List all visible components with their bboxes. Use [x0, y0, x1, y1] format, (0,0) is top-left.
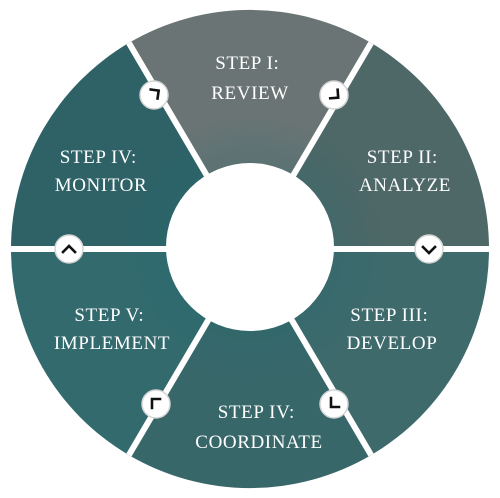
label-step-2-analyze: STEP II: ANALYZE	[359, 147, 451, 196]
label-step-4-monitor: STEP IV: MONITOR	[55, 147, 148, 196]
label-step-3-develop: STEP III: DEVELOP	[347, 305, 438, 354]
arrow-icon-left-up	[54, 234, 84, 264]
arrow-icon-review-left	[139, 80, 169, 110]
arrow-icon-coordinate-left	[141, 389, 171, 419]
label-step-4-coordinate: STEP IV: COORDINATE	[195, 402, 322, 453]
label-step-5-implement: STEP V: IMPLEMENT	[54, 305, 170, 354]
label-step-1-review: STEP I: REVIEW	[211, 53, 288, 104]
arrow-icon-coordinate-right	[319, 389, 349, 419]
arrow-icon-review-right	[319, 80, 349, 110]
segment-labels: STEP I: REVIEW STEP II: ANALYZE STEP III…	[54, 53, 451, 453]
arrow-badges	[54, 80, 444, 419]
arrow-icon-right-down	[414, 234, 444, 264]
center-hub	[166, 163, 334, 331]
